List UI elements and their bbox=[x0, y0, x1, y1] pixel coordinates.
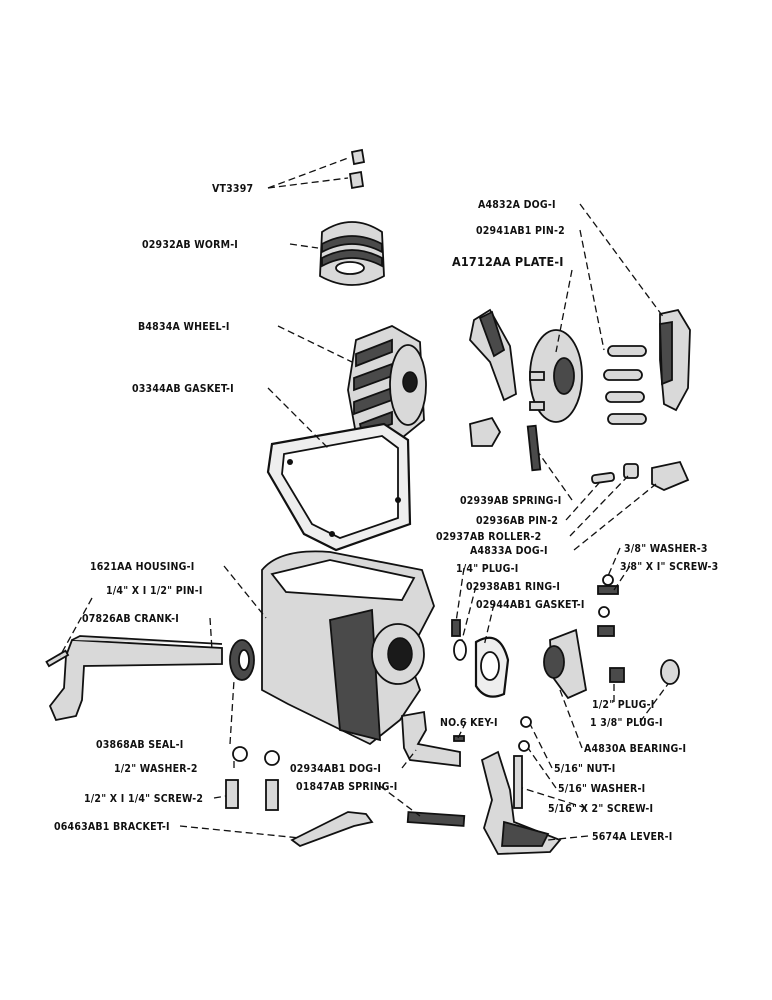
label-crank: 07826AB CRANK-I bbox=[82, 613, 179, 625]
spring-02939ab-part bbox=[526, 424, 542, 472]
label-ring: 02938AB1 RING-I bbox=[466, 581, 560, 593]
wheel-part bbox=[347, 325, 427, 448]
plug-138-part bbox=[660, 659, 680, 685]
housing-part bbox=[261, 550, 435, 746]
label-plug-138: 1 3/8" PLUG-I bbox=[590, 717, 663, 729]
washers-12-part bbox=[232, 746, 280, 766]
label-bracket: 06463AB1 BRACKET-I bbox=[54, 821, 170, 833]
label-lever: 5674A LEVER-I bbox=[592, 831, 672, 843]
label-plug-14: 1/4" PLUG-I bbox=[456, 563, 518, 575]
label-washer-516: 5/16" WASHER-I bbox=[558, 783, 645, 795]
washers-screws-38-part bbox=[597, 574, 619, 637]
label-dog-a4833a: A4833A DOG-I bbox=[470, 545, 548, 557]
label-vt3397: VT3397 bbox=[212, 183, 253, 195]
label-gasket-small: 02944AB1 GASKET-I bbox=[476, 599, 585, 611]
label-key: NO.6 KEY-I bbox=[440, 717, 498, 729]
label-pin-02936ab: 02936AB PIN-2 bbox=[476, 515, 558, 527]
label-wheel: B4834A WHEEL-I bbox=[138, 321, 230, 333]
nut-516-part bbox=[520, 716, 532, 728]
vt3397-clips bbox=[348, 148, 366, 190]
label-housing: 1621AA HOUSING-I bbox=[90, 561, 194, 573]
label-screw-12x114: 1/2" X I 1/4" SCREW-2 bbox=[84, 793, 203, 805]
plug-12-part bbox=[609, 667, 625, 683]
plate-part bbox=[529, 329, 583, 423]
label-bearing: A4830A BEARING-I bbox=[584, 743, 686, 755]
label-dog-a4832a: A4832A DOG-I bbox=[478, 199, 556, 211]
ring-part bbox=[453, 639, 467, 661]
crank-pin-part bbox=[45, 649, 70, 668]
screws-12-part bbox=[225, 779, 279, 811]
screw-516-part bbox=[513, 755, 523, 809]
label-screw-38: 3/8" X I" SCREW-3 bbox=[620, 561, 718, 573]
label-washer-12: 1/2" WASHER-2 bbox=[114, 763, 198, 775]
label-screw-516x2: 5/16" X 2" SCREW-I bbox=[548, 803, 653, 815]
label-plate: A1712AA PLATE-I bbox=[452, 254, 564, 269]
pin-02936ab-part bbox=[591, 471, 615, 485]
label-spring-01847ab: 01847AB SPRING-I bbox=[296, 781, 397, 793]
gasket-housing-part bbox=[266, 422, 412, 552]
dog-02934ab1-part bbox=[401, 710, 461, 768]
label-spring-02939ab: 02939AB SPRING-I bbox=[460, 495, 561, 507]
bearing-part bbox=[543, 628, 588, 700]
label-dog-02934ab1: 02934AB1 DOG-I bbox=[290, 763, 381, 775]
plug-14-part bbox=[451, 619, 461, 637]
dog-a4832a-part bbox=[659, 308, 691, 412]
label-seal: 03868AB SEAL-I bbox=[96, 739, 183, 751]
label-pin-02941ab1: 02941AB1 PIN-2 bbox=[476, 225, 565, 237]
crank-part bbox=[48, 635, 223, 722]
lever-part bbox=[480, 750, 562, 855]
label-washer-38: 3/8" WASHER-3 bbox=[624, 543, 708, 555]
label-plug-12: 1/2" PLUG-I bbox=[592, 699, 654, 711]
label-roller: 02937AB ROLLER-2 bbox=[436, 531, 541, 543]
worm-part bbox=[319, 221, 385, 286]
leader-lines bbox=[59, 157, 669, 841]
dog-upper-part bbox=[469, 308, 517, 402]
label-gasket-housing: 03344AB GASKET-I bbox=[132, 383, 234, 395]
label-pin-14x12: 1/4" X I 1/2" PIN-I bbox=[106, 585, 203, 597]
pins-02941ab1-part bbox=[603, 345, 647, 425]
bracket-part bbox=[290, 811, 374, 848]
small-block-part bbox=[469, 416, 502, 447]
gasket-small-part bbox=[474, 636, 510, 698]
spring-01847ab-part bbox=[406, 811, 466, 827]
roller-part bbox=[623, 463, 639, 479]
dog-a4833a-part bbox=[651, 460, 690, 491]
label-nut-516: 5/16" NUT-I bbox=[554, 763, 616, 775]
callout-labels: VT3397 02932AB WORM-I B4834A WHEEL-I 033… bbox=[54, 183, 718, 843]
seal-part bbox=[229, 639, 255, 681]
washer-516-part bbox=[518, 740, 530, 752]
label-worm: 02932AB WORM-I bbox=[142, 239, 238, 251]
